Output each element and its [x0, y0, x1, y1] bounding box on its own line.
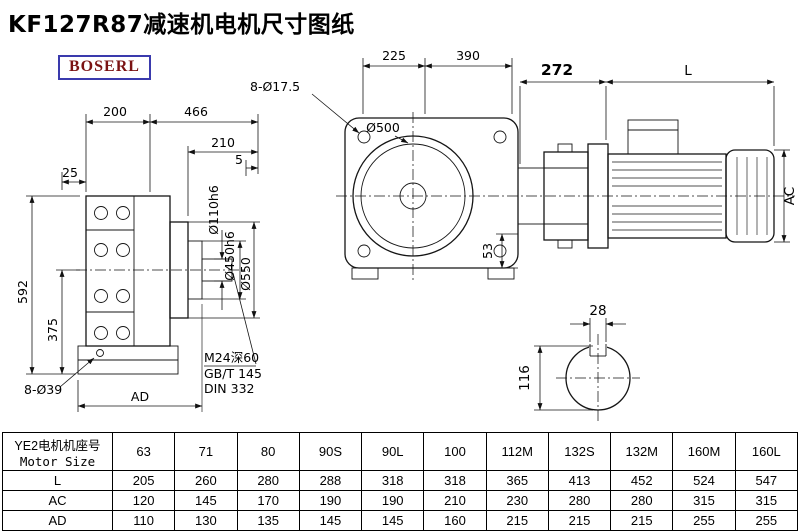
table-cell: 255: [672, 510, 736, 531]
size-col-header: 90S: [298, 432, 363, 471]
table-cell: 215: [547, 510, 612, 531]
table-cell: 255: [734, 510, 799, 531]
size-col-header: 90L: [361, 432, 425, 471]
dim-25-label: 25: [62, 165, 78, 180]
gearbox-side-body: [85, 195, 171, 347]
table-cell: 318: [423, 470, 487, 491]
table-cell: 413: [547, 470, 612, 491]
row-label: AD: [2, 510, 113, 531]
key-width-label: 28: [589, 303, 606, 319]
table-cell: 288: [298, 470, 363, 491]
fan-cover: [725, 149, 775, 243]
table-cell: 365: [485, 470, 549, 491]
corner-bolt-hole: [357, 130, 371, 144]
table-cell: 135: [236, 510, 300, 531]
dim-L-label: L: [684, 63, 692, 79]
brand-logo: BOSERL: [58, 55, 151, 80]
table-cell: 524: [672, 470, 736, 491]
page-title: KF127R87减速机电机尺寸图纸: [8, 12, 355, 38]
left-view: 200 466 210 5 25 592 375 8-Ø39 AD Ø110h6: [15, 104, 262, 412]
foot-hole: [96, 349, 104, 357]
bore-dia-label: Ø500: [366, 120, 400, 135]
shaft-section-view: 28 116: [517, 303, 640, 422]
size-col-header: 160M: [672, 432, 736, 471]
motor-size-header-cell: YE2电机机座号 Motor Size: [2, 432, 113, 471]
table-cell: 145: [298, 510, 363, 531]
dim-375-label: 375: [45, 318, 60, 342]
dim-53-label: 53: [480, 243, 495, 259]
spigot-dia-label: Ø450h6: [222, 231, 237, 281]
face-holes-label: 8-Ø17.5: [250, 79, 300, 94]
technical-drawing: 200 466 210 5 25 592 375 8-Ø39 AD Ø110h6: [15, 48, 798, 422]
section-dia-label: 116: [517, 365, 533, 391]
dim-272-label: 272: [541, 61, 573, 79]
table-cell: 280: [610, 490, 674, 511]
table-cell: 170: [236, 490, 300, 511]
dim-592-label: 592: [15, 280, 30, 304]
dim-200-label: 200: [103, 104, 127, 119]
size-col-header: 112M: [485, 432, 549, 471]
standard-din-label: DIN 332: [204, 381, 255, 396]
shaft-dia-label: Ø110h6: [206, 185, 221, 235]
table-cell: 110: [111, 510, 176, 531]
corner-bolt-hole: [357, 244, 371, 258]
thread-label: M24深60: [204, 350, 259, 365]
motor-size-label-cn: YE2电机机座号: [14, 438, 101, 453]
brand-logo-text: BOSERL: [69, 58, 140, 75]
table-cell: 318: [361, 470, 425, 491]
corner-bolt-hole: [493, 244, 507, 258]
table-cell: 215: [485, 510, 549, 531]
size-col-header: 80: [236, 432, 300, 471]
table-cell: 145: [174, 490, 238, 511]
motor-size-label-en: Motor Size: [19, 453, 96, 469]
table-cell: 190: [361, 490, 425, 511]
corner-bolt-hole: [493, 130, 507, 144]
table-cell: 120: [111, 490, 176, 511]
foot-holes-label: 8-Ø39: [24, 382, 62, 397]
size-col-header: 71: [174, 432, 238, 471]
table-cell: 190: [298, 490, 363, 511]
dim-210-label: 210: [211, 135, 235, 150]
motor-view: 272 L AC: [517, 61, 798, 249]
row-label: AC: [2, 490, 113, 511]
dim-466-label: 466: [184, 104, 208, 119]
dim-225-label: 225: [382, 48, 406, 63]
table-cell: 547: [734, 470, 799, 491]
size-col-header: 160L: [734, 432, 799, 471]
dim-AC-label: AC: [782, 187, 798, 205]
table-cell: 280: [547, 490, 612, 511]
table-cell: 215: [610, 510, 674, 531]
row-label: L: [2, 470, 113, 491]
table-cell: 205: [111, 470, 176, 491]
size-col-header: 100: [423, 432, 487, 471]
table-cell: 210: [423, 490, 487, 511]
front-view: 8-Ø17.5 225 390 Ø500 53: [250, 48, 795, 282]
table-cell: 145: [361, 510, 425, 531]
table-cell: 280: [236, 470, 300, 491]
table-cell: 315: [672, 490, 736, 511]
size-col-header: 132S: [547, 432, 612, 471]
dim-ad-label: AD: [131, 389, 149, 404]
size-col-header: 63: [111, 432, 176, 471]
table-cell: 230: [485, 490, 549, 511]
size-col-header: 132M: [610, 432, 674, 471]
terminal-box: [627, 119, 679, 155]
dim-390-label: 390: [456, 48, 480, 63]
flange-dia-label: Ø550: [238, 257, 253, 291]
table-cell: 452: [610, 470, 674, 491]
table-cell: 130: [174, 510, 238, 531]
table-cell: 315: [734, 490, 799, 511]
standard-gbt-label: GB/T 145: [204, 366, 262, 381]
table-cell: 160: [423, 510, 487, 531]
dim-5-label: 5: [235, 152, 243, 167]
table-cell: 260: [174, 470, 238, 491]
